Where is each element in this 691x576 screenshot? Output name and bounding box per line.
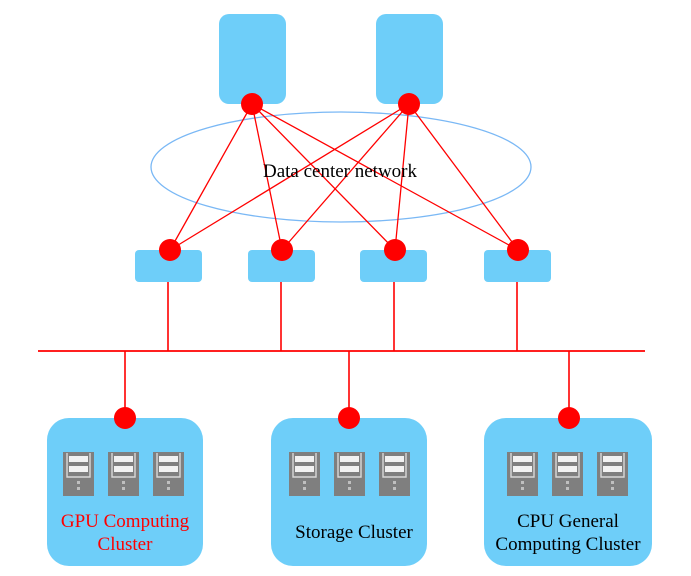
data-center-network-label: Data center network: [262, 161, 418, 182]
server-icon: [552, 452, 583, 496]
cluster-gpu-label-line1: GPU Computing: [60, 511, 190, 532]
cluster-gpu-label-line2: Cluster: [97, 534, 153, 555]
link: [281, 103, 410, 251]
access-switch-2: [248, 250, 315, 282]
port-cluster-cpu: [558, 407, 580, 429]
data-center-network-ellipse: [150, 111, 532, 223]
port-cluster-gpu: [114, 407, 136, 429]
ports: [114, 93, 580, 429]
server-icon: [507, 452, 538, 496]
switch-drops: [167, 282, 518, 351]
access-switch-4: [484, 250, 551, 282]
port-switch-3: [384, 239, 406, 261]
access-switch-1: [135, 250, 202, 282]
cluster-gpu-label: GPU Computing Cluster: [47, 510, 203, 556]
link: [251, 103, 519, 251]
server-icon: [597, 452, 628, 496]
server-icon: [153, 452, 184, 496]
server-icon: [379, 452, 410, 496]
link: [169, 103, 253, 251]
port-cluster-storage: [338, 407, 360, 429]
port-switch-1: [159, 239, 181, 261]
link: [251, 103, 396, 251]
link: [251, 103, 283, 251]
server-icon: [108, 452, 139, 496]
cluster-cpu-label: CPU General Computing Cluster: [484, 510, 652, 556]
cluster-cpu-label-line2: Computing Cluster: [495, 534, 641, 555]
cluster-drops: [124, 351, 570, 418]
server-icon: [289, 452, 320, 496]
port-switch-4: [507, 239, 529, 261]
server-icon: [63, 452, 94, 496]
mesh-links: [169, 103, 519, 251]
cluster-storage-label-line1: Storage Cluster: [295, 522, 413, 543]
link: [408, 103, 519, 251]
port-switch-2: [271, 239, 293, 261]
core-node-2: [376, 14, 443, 104]
cluster-cpu-label-line1: CPU General: [517, 511, 619, 532]
access-switch-3: [360, 250, 427, 282]
servers: [63, 452, 628, 496]
port-core-2: [398, 93, 420, 115]
cluster-storage-label: Storage Cluster: [276, 521, 432, 544]
link: [394, 103, 410, 251]
link: [169, 103, 410, 251]
core-node-1: [219, 14, 286, 104]
port-core-1: [241, 93, 263, 115]
server-icon: [334, 452, 365, 496]
